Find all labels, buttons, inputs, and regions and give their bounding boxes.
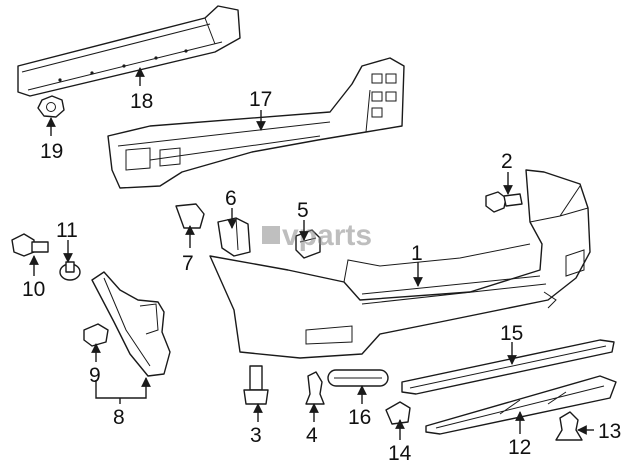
part-4-push-clip	[305, 371, 325, 405]
callout-9: 9	[89, 364, 101, 387]
callout-10: 10	[22, 278, 45, 301]
part-12-step-pad	[425, 375, 617, 435]
callout-17: 17	[249, 88, 272, 111]
part-18-reinforcement-bar	[17, 5, 241, 97]
part-6-bracket	[217, 217, 251, 257]
part-19-nut	[37, 95, 65, 118]
callout-7: 7	[182, 252, 194, 275]
part-11-push-clip	[59, 261, 81, 281]
callout-16: 16	[348, 406, 371, 429]
part-17-energy-absorber	[107, 57, 405, 189]
watermark-logo: vparts	[262, 219, 372, 252]
callout-2: 2	[501, 150, 513, 173]
callout-19: 19	[40, 140, 63, 163]
callout-12: 12	[508, 436, 531, 459]
callout-numbers: 18 19 17 2 6 7 5 1 11 10 9 8 3 4 16 14 1…	[22, 88, 621, 465]
svg-text:vparts: vparts	[282, 219, 372, 252]
part-1-bumper-cover	[209, 169, 591, 359]
part-7-retainer	[175, 203, 205, 229]
callout-14: 14	[388, 442, 412, 465]
part-15-step-pad	[401, 339, 615, 395]
callout-8: 8	[113, 406, 125, 429]
leader-lines	[29, 67, 594, 440]
leader-8	[95, 377, 151, 399]
callout-18: 18	[130, 90, 153, 113]
callout-3: 3	[250, 424, 262, 447]
part-13-clip	[555, 411, 583, 441]
part-8-mud-guard	[91, 271, 171, 377]
callout-6: 6	[225, 187, 237, 210]
part-16-reflector	[327, 369, 389, 387]
part-2-bolt	[485, 191, 523, 213]
part-3-clip	[243, 365, 269, 405]
part-10-bolt	[11, 233, 49, 257]
callout-11: 11	[56, 219, 78, 242]
callout-4: 4	[306, 424, 318, 447]
callout-15: 15	[500, 322, 523, 345]
callout-13: 13	[598, 420, 621, 443]
callout-1: 1	[411, 242, 423, 265]
part-9-clip	[83, 323, 109, 347]
callout-5: 5	[297, 199, 309, 222]
part-14-bracket	[385, 401, 411, 425]
